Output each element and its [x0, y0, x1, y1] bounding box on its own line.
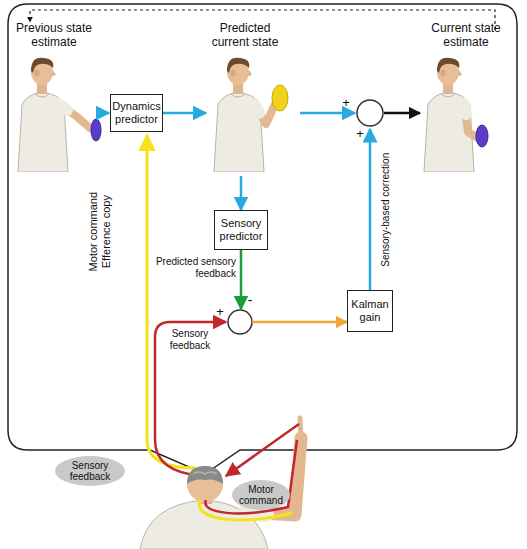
arm — [254, 102, 276, 124]
man-figure — [214, 58, 264, 172]
sign-label: + — [354, 127, 366, 142]
feedback-pill: Sensory feedback — [55, 456, 125, 486]
node-text: Kalman gain — [348, 298, 392, 323]
node-text: Motor command — [232, 484, 290, 507]
sum-junction — [228, 310, 252, 334]
prediction-arrow — [300, 112, 355, 115]
caption-label: Current state estimate — [418, 22, 514, 50]
person-figure — [140, 418, 301, 549]
flow-connector — [241, 250, 347, 322]
flow-connector — [163, 113, 241, 210]
man-figure — [424, 58, 474, 172]
thought-bubble — [8, 4, 517, 474]
process-box: Sensory predictor — [214, 210, 268, 250]
feedback-pill: Motor command — [232, 480, 290, 510]
process-box: Dynamics predictor — [110, 94, 163, 132]
node-text: Sensory feedback — [55, 460, 125, 483]
node-text: Dynamics predictor — [111, 100, 162, 125]
estimate-arrow — [384, 112, 420, 115]
connector-segment — [240, 176, 243, 210]
previous-state-figure — [18, 58, 101, 172]
connector-segment — [252, 321, 347, 324]
connector-segment — [240, 250, 243, 309]
correction-arrow — [369, 129, 372, 290]
sign-label: + — [340, 96, 352, 111]
man-figure — [18, 58, 68, 172]
caption-label: Predicted current state — [200, 22, 290, 50]
caption-label: Sensory-based correction — [380, 145, 392, 275]
caption-label: Sensory feedback — [160, 328, 220, 351]
caption-label: Motor command Efference copy — [87, 182, 112, 282]
node-text: Sensory predictor — [215, 217, 267, 242]
edge-label: Predicted sensory feedback — [146, 256, 236, 279]
arm — [58, 104, 90, 128]
sensory-arrow — [226, 424, 299, 476]
state-arrow — [98, 112, 109, 115]
sleeve — [254, 104, 259, 113]
brain — [187, 466, 223, 484]
sign-label: + — [214, 305, 226, 320]
sign-label: - — [245, 292, 255, 308]
held-object — [272, 85, 288, 111]
sum-junction — [357, 100, 383, 126]
head — [187, 466, 223, 502]
sensory-path — [205, 440, 297, 513]
held-object — [91, 119, 101, 141]
process-box: Kalman gain — [347, 290, 393, 332]
sleeve — [58, 104, 67, 110]
predicted-state-figure — [214, 58, 288, 172]
caption-label: Previous state estimate — [6, 22, 102, 50]
sensory-feedback-line — [155, 322, 226, 476]
brain-fold — [193, 472, 217, 474]
sleeve — [464, 104, 466, 114]
pointing-finger — [300, 418, 301, 438]
connector-segment — [163, 112, 206, 115]
held-object — [476, 125, 488, 147]
current-state-figure — [424, 58, 488, 172]
